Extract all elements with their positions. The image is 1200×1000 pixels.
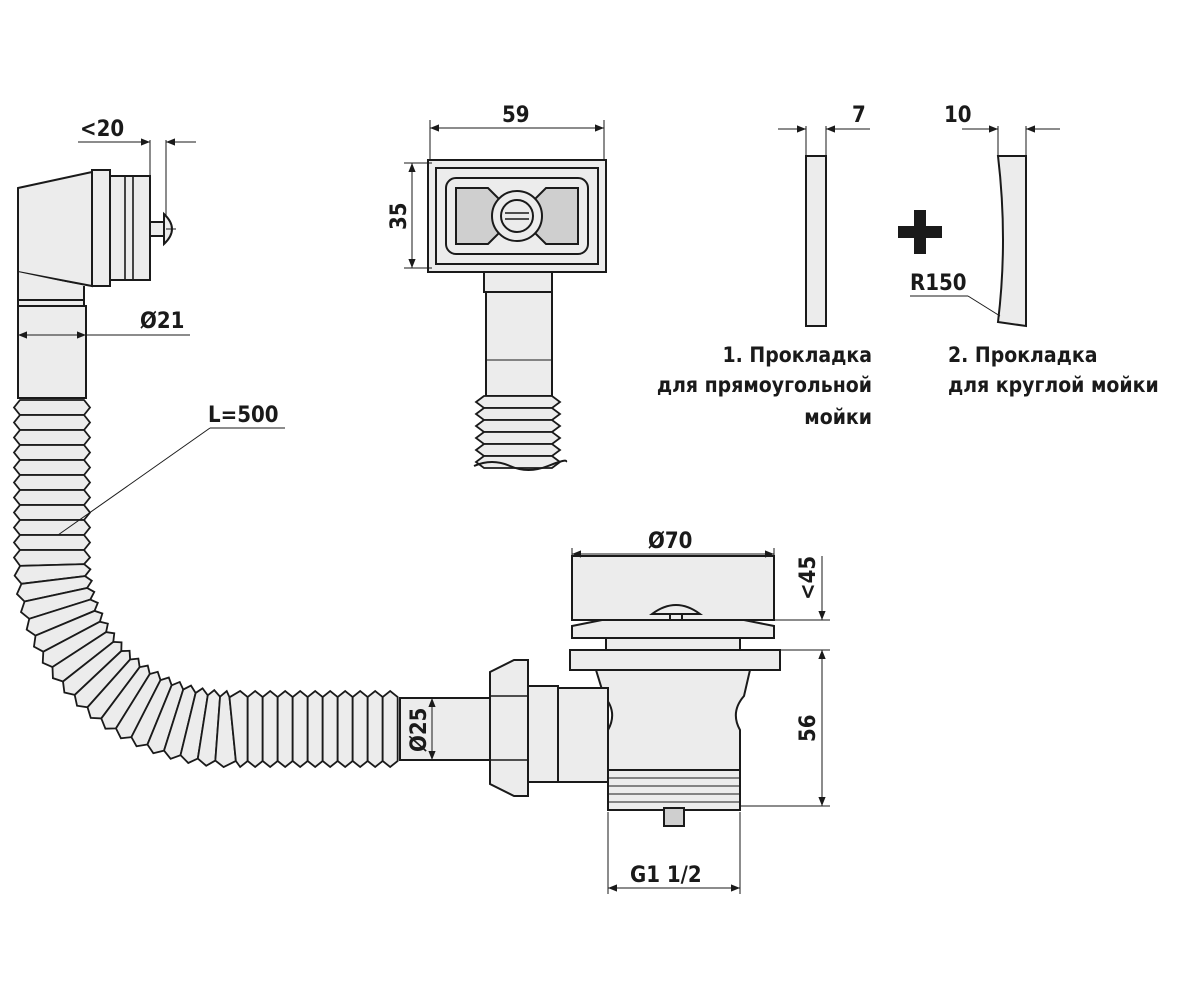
hose-rib bbox=[306, 689, 324, 769]
dim-outlet-diameter: Ø25 bbox=[407, 698, 436, 760]
overflow-side-view bbox=[17, 169, 176, 399]
overflow-diameter-label: Ø21 bbox=[140, 309, 184, 334]
hose-rib bbox=[474, 407, 562, 421]
dim-strainer-height: <45 bbox=[774, 556, 830, 680]
dim-thread: G1 1/2 bbox=[607, 812, 741, 894]
gasket1-thickness-label: 7 bbox=[852, 103, 866, 128]
hose-rib bbox=[474, 419, 562, 433]
dim-strainer-diameter: Ø70 bbox=[571, 529, 775, 558]
thread-label: G1 1/2 bbox=[630, 863, 702, 888]
strainer-height-label: <45 bbox=[796, 556, 821, 600]
gasket2-caption-line1: 2. Прокладка bbox=[948, 343, 1097, 367]
hose-rib bbox=[474, 455, 562, 469]
hose-rib bbox=[474, 443, 562, 457]
plus-icon bbox=[898, 210, 942, 254]
corrugated-hose bbox=[12, 399, 399, 769]
hose-rib bbox=[12, 429, 92, 446]
hose-rib bbox=[351, 689, 369, 769]
gasket-1: 7 bbox=[778, 103, 870, 327]
hose-rib bbox=[12, 489, 92, 506]
hose-rib bbox=[12, 519, 92, 536]
dim-body-height: 56 bbox=[740, 650, 830, 807]
drain-assembly bbox=[399, 555, 781, 827]
overflow-height-label: 35 bbox=[387, 202, 412, 230]
dim-overflow-height: 35 bbox=[387, 162, 432, 269]
gasket2-thickness-label: 10 bbox=[944, 103, 972, 128]
hose-rib bbox=[12, 414, 92, 431]
gasket1-caption-line3: мойки bbox=[804, 405, 872, 429]
hose-rib bbox=[474, 395, 562, 409]
hose-rib bbox=[381, 689, 399, 769]
hose-break-line bbox=[473, 459, 568, 471]
overflow-front-view bbox=[427, 159, 607, 397]
hose-rib bbox=[12, 444, 92, 461]
hose-rib bbox=[291, 689, 309, 769]
hose-rib bbox=[12, 474, 92, 491]
gasket-2: 10 R150 bbox=[910, 103, 1060, 328]
strainer-diameter-label: Ø70 bbox=[648, 529, 692, 554]
hose-rib bbox=[276, 689, 294, 769]
hose-rib bbox=[474, 431, 562, 445]
outlet-diameter-label: Ø25 bbox=[407, 708, 432, 752]
gasket2-radius-label: R150 bbox=[910, 271, 967, 296]
overflow-width-label: 59 bbox=[502, 103, 530, 128]
hose-rib bbox=[336, 689, 354, 769]
hose-rib bbox=[366, 689, 384, 769]
hose-rib bbox=[12, 504, 92, 521]
hose-rib bbox=[12, 459, 92, 476]
hose-rib bbox=[261, 689, 279, 769]
gasket1-caption: 1. Прокладка для прямоугольной мойки bbox=[657, 343, 872, 429]
hose-rib bbox=[321, 689, 339, 769]
gasket2-caption: 2. Прокладка для круглой мойки bbox=[948, 343, 1159, 397]
gasket1-caption-line2: для прямоугольной bbox=[657, 373, 872, 397]
overflow-depth-label: <20 bbox=[80, 117, 124, 142]
dim-overflow-diameter: Ø21 bbox=[18, 309, 190, 339]
hose-rib bbox=[12, 534, 92, 551]
overflow-front-hose bbox=[473, 395, 568, 471]
gasket1-caption-line1: 1. Прокладка bbox=[723, 343, 872, 367]
body-height-label: 56 bbox=[796, 714, 821, 742]
gasket2-caption-line2: для круглой мойки bbox=[948, 373, 1159, 397]
hose-rib bbox=[12, 399, 92, 416]
hose-length-label: L=500 bbox=[208, 403, 279, 428]
dim-overflow-width: 59 bbox=[429, 103, 605, 160]
hose-rib bbox=[246, 689, 264, 769]
dim-hose-length: L=500 bbox=[57, 403, 285, 536]
dim-overflow-depth: <20 bbox=[78, 117, 196, 215]
